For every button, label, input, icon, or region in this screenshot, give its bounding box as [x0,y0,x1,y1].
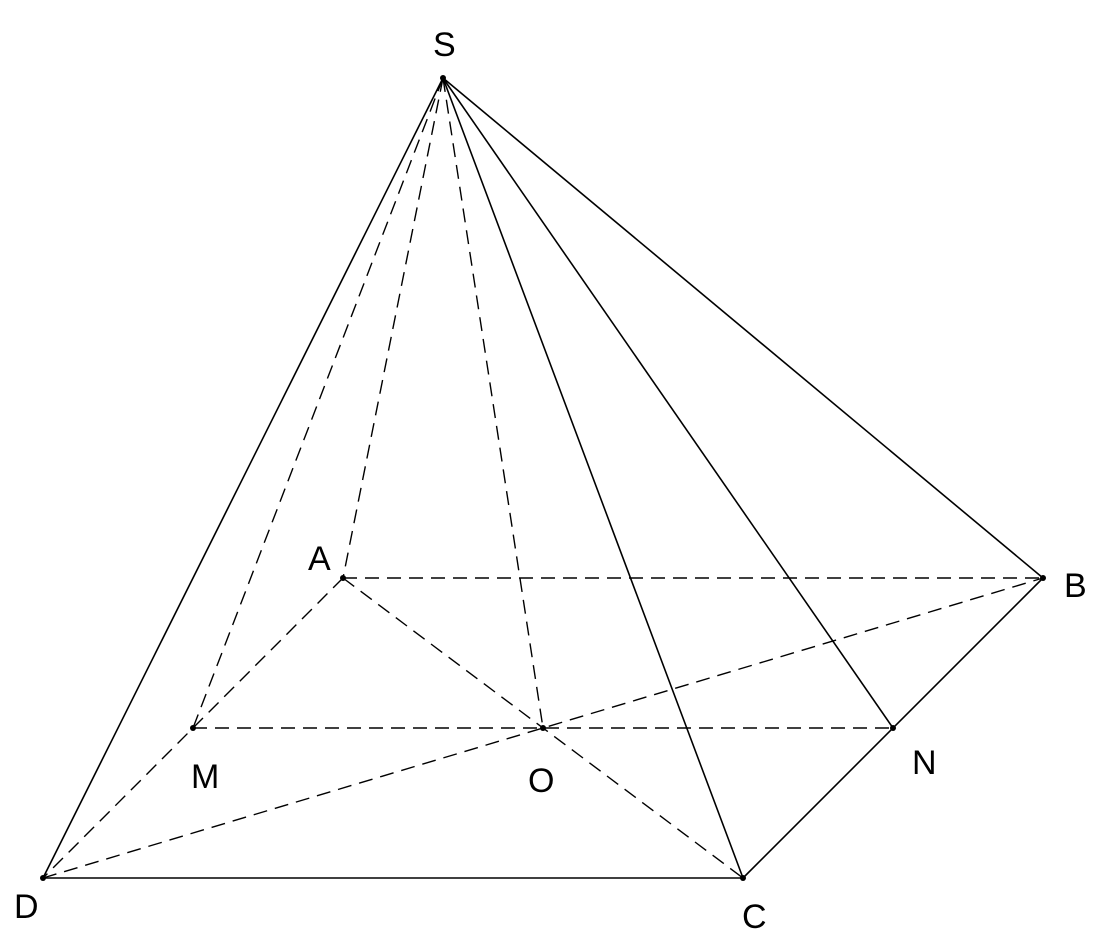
edge-DB [42,577,1044,879]
edge-SN [442,77,894,729]
label-N: N [912,744,937,782]
label-D: D [14,888,39,926]
point-D [40,875,46,881]
edge-SA [342,77,444,579]
edge-SB [442,77,1044,579]
label-M: M [191,758,219,796]
point-N [890,725,896,731]
edge-SM [192,77,444,729]
label-A: A [308,540,331,578]
label-B: B [1064,567,1087,605]
edge-SD [42,77,444,879]
point-C [740,875,746,881]
label-O: O [528,762,554,800]
point-A [340,575,346,581]
edge-SC [442,77,744,879]
point-B [1040,575,1046,581]
edge-AD [42,577,344,879]
label-C: C [742,898,767,936]
edge-SO [442,77,544,729]
label-S: S [433,26,456,64]
point-S [440,75,446,81]
point-M [190,725,196,731]
point-O [540,725,546,731]
